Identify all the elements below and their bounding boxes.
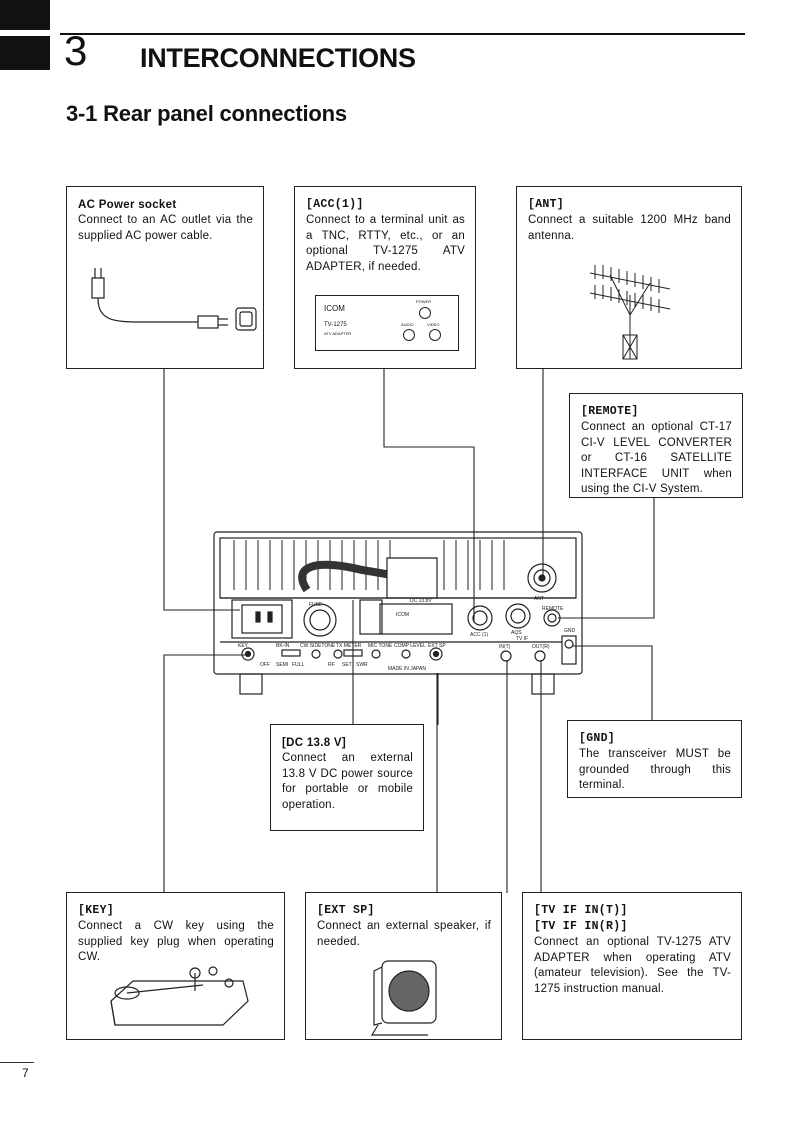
ac-cable-illustration (91, 268, 257, 331)
gnd-box: [GND] The transceiver MUST be grounded t… (567, 720, 742, 798)
tv1275-adapter-illustration: ICOM TV-1275 ATV ADAPTER POWER AUDIO VID… (315, 295, 459, 351)
panel-label-tx-meter: TX METER (336, 643, 362, 649)
ac-power-desc: Connect to an AC outlet via the supplied… (78, 214, 253, 242)
panel-label-tvif: TV IF (516, 636, 528, 642)
panel-label-made-in: MADE IN JAPAN (388, 666, 426, 672)
panel-label-off: OFF (260, 662, 270, 668)
transceiver-rear-panel: ANT REMOTE GND DC 13.8V ICOM ACC (1) AQS… (213, 531, 583, 695)
tv-if-title-1: [TV IF IN(T)] (534, 904, 628, 917)
panel-label-in-t: IN(T) (499, 644, 511, 650)
dc-desc: Connect an external 13.8 V DC power sour… (282, 752, 413, 811)
adapter-audio-jack (403, 329, 415, 341)
panel-label-comp-level: COMP LEVEL (394, 643, 426, 649)
panel-label-full: FULL (292, 662, 304, 668)
cw-key-illustration (110, 966, 249, 1026)
section-title: 3-1 Rear panel connections (66, 101, 347, 126)
panel-label-dc: DC 13.8V (410, 598, 432, 604)
chapter-title: INTERCONNECTIONS (140, 43, 416, 73)
ant-desc: Connect a suitable 1200 MHz band antenna… (528, 214, 731, 242)
panel-label-fuse: FUSE (309, 602, 323, 608)
speaker-illustration (370, 960, 437, 1036)
ext-sp-box: [EXT SP] Connect an external speaker, if… (305, 892, 502, 1040)
page-number-rule (0, 1062, 34, 1063)
gnd-title: [GND] (579, 732, 616, 745)
adapter-brand: ICOM (324, 304, 345, 313)
key-title: [KEY] (78, 904, 115, 917)
remote-desc: Connect an optional CT-17 CI-V LEVEL CON… (581, 421, 732, 495)
adapter-sub: ATV ADAPTER (324, 331, 352, 336)
adapter-video: VIDEO (427, 322, 440, 327)
panel-label-gnd: GND (564, 628, 576, 634)
ant-title: [ANT] (528, 198, 565, 211)
dc-title: [DC 13.8 V] (282, 737, 347, 749)
tv-if-box: [TV IF IN(T)] [TV IF IN(R)] Connect an o… (522, 892, 742, 1040)
panel-label-remote: REMOTE (542, 606, 564, 612)
dc-box: [DC 13.8 V] Connect an external 13.8 V D… (270, 724, 424, 831)
panel-label-ext-sp: EXT SP (428, 643, 446, 649)
remote-title: [REMOTE] (581, 405, 639, 418)
panel-label-ant: ANT (534, 596, 544, 602)
adapter-video-jack (429, 329, 441, 341)
acc1-box: [ACC(1)] Connect to a terminal unit as a… (294, 186, 476, 369)
remote-box: [REMOTE] Connect an optional CT-17 CI-V … (569, 393, 743, 498)
ext-sp-title: [EXT SP] (317, 904, 375, 917)
panel-label-key: KEY (238, 643, 249, 649)
gnd-desc: The transceiver MUST be grounded through… (579, 748, 731, 791)
key-box: [KEY] Connect a CW key using the supplie… (66, 892, 285, 1040)
acc1-desc: Connect to a terminal unit as a TNC, RTT… (306, 214, 465, 273)
panel-label-out-r: OUT(R) (532, 644, 550, 650)
panel-label-cw-sidetone: CW SIDETONE (300, 643, 336, 649)
ac-power-title: AC Power socket (78, 199, 177, 211)
panel-label-semi: SEMI (276, 662, 288, 668)
panel-label-mic-tone: MIC TONE (368, 643, 393, 649)
panel-label-bkin: BK-IN (276, 643, 290, 649)
chapter-rule (60, 33, 745, 35)
chapter-number: 3 (64, 27, 88, 74)
chapter-tab-gap (0, 30, 50, 36)
adapter-audio: AUDIO (401, 322, 414, 327)
panel-label-aqs: AQS (511, 630, 522, 636)
acc1-title: [ACC(1)] (306, 198, 364, 211)
panel-label-swr: SWR (356, 662, 368, 668)
tv-if-desc: Connect an optional TV-1275 ATV ADAPTER … (534, 936, 731, 995)
tv-if-title-2: [TV IF IN(R)] (534, 920, 628, 933)
antenna-illustration (589, 265, 671, 360)
page-number: 7 (22, 1066, 29, 1080)
adapter-power-knob (419, 307, 431, 319)
ext-sp-desc: Connect an external speaker, if needed. (317, 920, 491, 948)
panel-label-set: SET (342, 662, 352, 668)
panel-label-acc: ACC (1) (470, 632, 488, 638)
key-desc: Connect a CW key using the supplied key … (78, 920, 274, 963)
ac-power-box: AC Power socket Connect to an AC outlet … (66, 186, 264, 369)
adapter-model: TV-1275 (324, 322, 347, 328)
panel-label-rf: RF (328, 662, 335, 668)
ant-box: [ANT] Connect a suitable 1200 MHz band a… (516, 186, 742, 369)
panel-label-brand: ICOM (396, 612, 409, 618)
adapter-power: POWER (416, 299, 432, 304)
